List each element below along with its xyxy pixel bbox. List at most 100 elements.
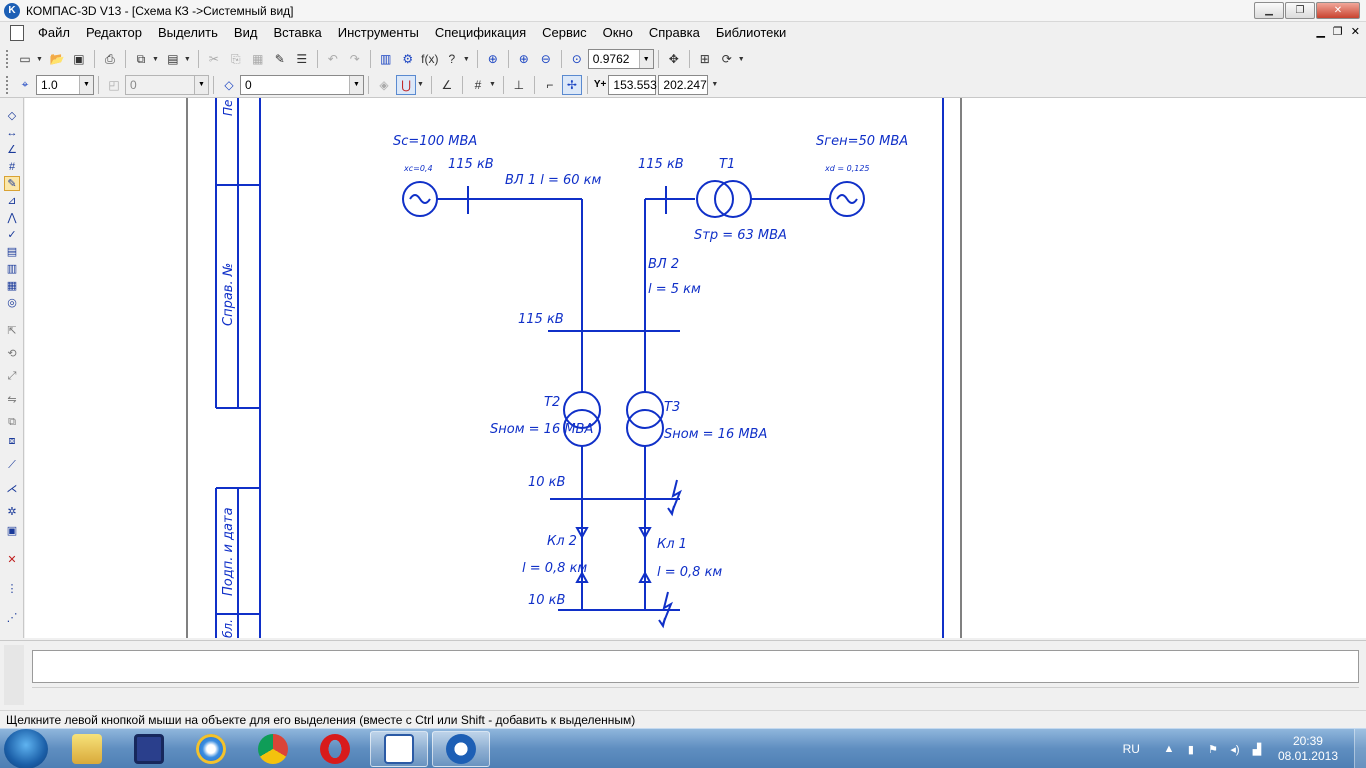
coord-y-field[interactable]: 202.247 <box>658 74 709 95</box>
align-icon[interactable]: ⋮ <box>6 583 18 595</box>
taskbar-chrome[interactable] <box>244 731 302 767</box>
print-preview-icon[interactable]: ⧉ <box>136 51 146 66</box>
local-snap-icon[interactable]: ∠ <box>441 77 453 92</box>
language-indicator[interactable]: RU <box>1122 742 1140 756</box>
trim-icon[interactable]: ⟋ <box>8 459 16 471</box>
taskbar-opera[interactable] <box>306 731 364 767</box>
library-icon[interactable]: ▦ <box>6 280 18 292</box>
format-painter-icon[interactable]: ✎ <box>274 52 285 66</box>
menu-help[interactable]: Справка <box>648 25 700 40</box>
chevron-down-icon[interactable]: ▼ <box>151 55 159 63</box>
menu-insert[interactable]: Вставка <box>273 25 322 40</box>
undo-icon[interactable]: ↶ <box>327 52 338 66</box>
start-button[interactable] <box>4 729 48 768</box>
grid-icon[interactable]: # <box>474 77 482 92</box>
scale-field[interactable]: 1.0 ▼ <box>36 74 94 95</box>
save-icon[interactable]: ▣ <box>73 52 85 66</box>
taskbar-kompas[interactable] <box>432 731 490 767</box>
page-setup-icon[interactable]: ▤ <box>167 52 179 66</box>
taskbar-word[interactable] <box>370 731 428 767</box>
toolbar-grip[interactable] <box>6 50 10 68</box>
break-icon[interactable]: ⋌ <box>6 483 18 495</box>
menu-view[interactable]: Вид <box>233 25 258 40</box>
delete-icon[interactable]: ✕ <box>7 554 17 566</box>
edit-icon[interactable]: # <box>8 160 16 173</box>
menu-tools[interactable]: Инструменты <box>337 25 419 40</box>
paste-icon[interactable]: ▦ <box>252 52 264 66</box>
layers-icon[interactable]: ◇ <box>224 77 234 92</box>
cut-icon[interactable]: ✂ <box>208 52 219 66</box>
views-icon[interactable]: ◎ <box>7 297 17 309</box>
menu-edit[interactable]: Редактор <box>85 25 142 40</box>
group-icon[interactable]: ▣ <box>6 525 18 537</box>
pan-icon[interactable]: ✥ <box>668 52 679 66</box>
properties-icon[interactable]: ☰ <box>296 52 308 66</box>
zoom-scale-icon[interactable]: ⊙ <box>571 52 582 66</box>
refresh-icon[interactable]: ⟳ <box>721 52 732 66</box>
chevron-down-icon[interactable]: ▼ <box>711 81 719 88</box>
volume-icon[interactable]: ◂) <box>1230 743 1240 756</box>
snap-magnet-icon[interactable]: ⋃ <box>396 74 416 95</box>
redo-icon[interactable]: ↷ <box>349 52 360 66</box>
restore-button[interactable]: ❐ <box>1285 2 1315 19</box>
insert-icon[interactable]: ▥ <box>6 263 18 275</box>
action-center-flag-icon[interactable]: ⚑ <box>1208 743 1218 756</box>
deform-icon[interactable]: ⧈ <box>8 435 16 447</box>
variables-icon[interactable]: f(x) <box>421 52 439 66</box>
toolbar-grip[interactable] <box>6 75 10 94</box>
menu-file[interactable]: Файл <box>38 25 70 40</box>
origin-icon[interactable]: ⌖ <box>21 77 29 91</box>
coord-x-field[interactable]: 153.553 <box>608 74 657 95</box>
taskbar-ie[interactable] <box>182 731 240 767</box>
library-manager-icon[interactable]: ⚙ <box>402 52 414 66</box>
command-field[interactable] <box>32 650 1359 683</box>
show-hidden-icons-icon[interactable]: ▲ <box>1163 743 1175 755</box>
new-document-icon[interactable]: ▭ <box>19 52 31 66</box>
chevron-down-icon[interactable]: ▼ <box>462 55 470 63</box>
copy-objects-icon[interactable]: ⧉ <box>8 416 16 428</box>
document-icon[interactable] <box>10 25 24 41</box>
zoom-out-icon[interactable]: ⊖ <box>540 52 551 66</box>
print-icon[interactable]: ⎙ <box>105 51 115 66</box>
zoom-window-icon[interactable]: ⊕ <box>487 52 498 66</box>
network-icon[interactable]: ▟ <box>1252 743 1262 756</box>
panel-grip[interactable] <box>4 645 24 705</box>
rounding-icon[interactable]: ✢ <box>561 74 582 95</box>
layer-field[interactable]: 0 ▼ <box>240 74 364 95</box>
show-desktop-button[interactable] <box>1354 729 1366 768</box>
chevron-down-icon[interactable]: ▼ <box>737 55 745 63</box>
menu-window[interactable]: Окно <box>602 25 633 40</box>
menu-libraries[interactable]: Библиотеки <box>715 25 787 40</box>
doc-restore-button[interactable]: ❐ <box>1332 26 1343 38</box>
doc-minimize-button[interactable]: ▁ <box>1316 26 1325 38</box>
scale-icon[interactable]: ⤢ <box>7 370 17 382</box>
chevron-down-icon[interactable]: ▼ <box>183 55 191 63</box>
move-icon[interactable]: ⇱ <box>7 325 17 337</box>
show-all-icon[interactable]: ⊞ <box>699 52 710 66</box>
open-folder-icon[interactable]: 📂 <box>49 52 65 66</box>
rotate-icon[interactable]: ⟲ <box>7 348 17 360</box>
dimensions-icon[interactable]: ↔ <box>6 126 18 139</box>
array-icon[interactable]: ⋰ <box>6 612 18 624</box>
taskbar-save[interactable] <box>120 731 178 767</box>
measure-icon[interactable]: ⊿ <box>7 195 17 207</box>
menu-select[interactable]: Выделить <box>157 25 218 40</box>
parametrization-icon[interactable]: ✎ <box>4 176 20 191</box>
chevron-down-icon[interactable]: ▼ <box>194 75 208 94</box>
taskbar-explorer[interactable] <box>58 731 116 767</box>
split-icon[interactable]: ✲ <box>7 506 17 518</box>
drawing-canvas[interactable]: Пе Справ. № Подп. и дата бл. <box>25 98 1366 638</box>
spec-icon[interactable]: ✓ <box>7 229 17 241</box>
zoom-in-icon[interactable]: ⊕ <box>518 52 529 66</box>
symbols-icon[interactable]: ∠ <box>7 144 17 156</box>
copy-icon[interactable]: ⎘ <box>231 51 241 66</box>
device-icon[interactable]: ▮ <box>1187 743 1194 756</box>
clock[interactable]: 20:39 08.01.2013 <box>1278 734 1338 764</box>
local-cs-icon[interactable]: ⊥ <box>513 77 525 92</box>
manager-icon[interactable]: ▥ <box>380 52 392 66</box>
menu-service[interactable]: Сервис <box>542 25 587 40</box>
ortho-mode-icon[interactable]: ⌐ <box>546 77 554 92</box>
select-icon[interactable]: ⋀ <box>7 212 17 224</box>
menu-specification[interactable]: Спецификация <box>434 25 527 40</box>
layer-properties-icon[interactable]: ◈ <box>379 77 389 92</box>
